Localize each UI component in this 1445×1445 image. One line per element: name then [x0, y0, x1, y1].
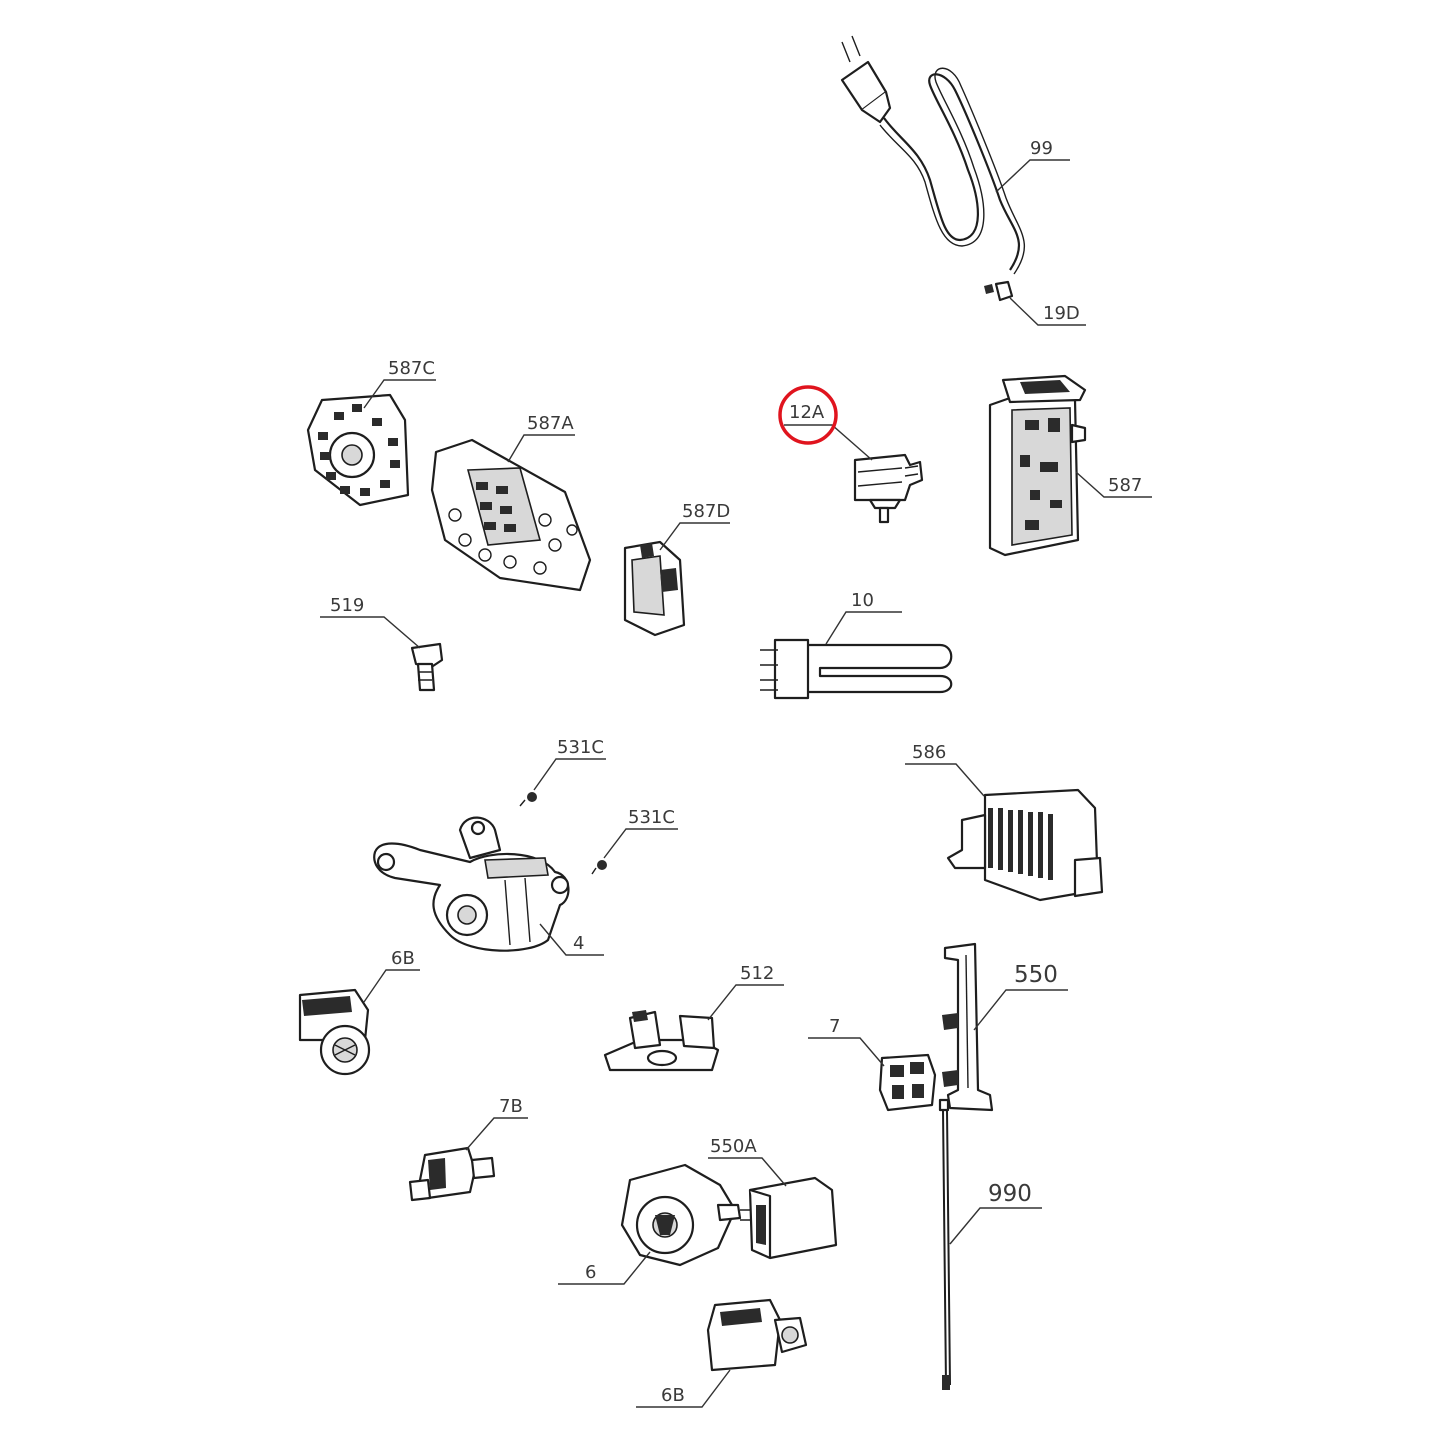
callout-label-512: 512	[740, 963, 774, 984]
part-512-bracket[interactable]	[603, 1010, 720, 1072]
callout-label-550A: 550A	[710, 1136, 757, 1157]
callout-label-531C-a: 531C	[557, 737, 604, 758]
callout-label-550: 550	[1014, 962, 1058, 988]
part-990-wire-harness[interactable]	[938, 1098, 951, 1390]
callout-label-990: 990	[988, 1181, 1032, 1207]
callout-label-6B-a: 6B	[391, 948, 415, 969]
callout-99: 99	[995, 138, 1070, 193]
part-531C-screw-b[interactable]	[591, 860, 607, 875]
part-6-drain-pump[interactable]	[620, 1163, 742, 1267]
callout-label-587A: 587A	[527, 413, 574, 434]
callout-label-7B: 7B	[499, 1096, 523, 1117]
part-4-motor[interactable]	[373, 816, 570, 952]
callout-label-4: 4	[573, 933, 584, 954]
callout-label-10: 10	[851, 590, 874, 611]
part-550-harness-rail[interactable]	[942, 942, 994, 1112]
callout-label-12A: 12A	[789, 402, 825, 423]
part-10-heating-element[interactable]	[760, 638, 953, 700]
callout-10: 10	[825, 590, 902, 645]
callout-4: 4	[539, 923, 604, 956]
callout-587D: 587D	[659, 501, 730, 551]
callout-label-587D: 587D	[682, 501, 730, 522]
part-6B-drain-pump-a[interactable]	[298, 988, 371, 1076]
callout-6B-a: 6B	[363, 948, 420, 1003]
part-12A-pressure-switch[interactable]	[853, 453, 924, 524]
callout-587C: 587C	[363, 358, 436, 409]
callout-6B-b: 6B	[636, 1369, 731, 1408]
callout-12A: 12A	[778, 385, 873, 461]
callout-512: 512	[707, 963, 784, 1021]
callout-7B: 7B	[465, 1096, 528, 1151]
callout-label-531C-b: 531C	[628, 807, 675, 828]
part-550A-connector-block[interactable]	[740, 1176, 838, 1260]
part-531C-screw-a[interactable]	[519, 792, 537, 807]
callout-label-519: 519	[330, 595, 364, 616]
callout-587: 587	[1075, 471, 1152, 498]
callout-587A: 587A	[507, 413, 575, 463]
callout-531C-b: 531C	[603, 807, 678, 859]
callout-label-586: 586	[912, 742, 946, 763]
callout-550: 550	[973, 962, 1068, 1031]
callout-6: 6	[558, 1251, 651, 1285]
part-7B-inlet-valve[interactable]	[408, 1146, 496, 1202]
callout-19D: 19D	[1009, 297, 1086, 326]
callout-label-587: 587	[1108, 475, 1142, 496]
part-519-connector[interactable]	[410, 642, 444, 692]
callout-label-587C: 587C	[388, 358, 435, 379]
callout-531C-a: 531C	[533, 737, 606, 791]
callout-990: 990	[949, 1181, 1042, 1245]
callout-label-6B-b: 6B	[661, 1385, 685, 1406]
callout-550A: 550A	[708, 1136, 787, 1187]
part-587-electronic-module[interactable]	[988, 374, 1087, 557]
part-587C-selector-board[interactable]	[306, 393, 410, 507]
callout-label-6: 6	[585, 1262, 596, 1283]
part-586-filter-block[interactable]	[946, 788, 1104, 902]
callout-519: 519	[320, 595, 421, 649]
callout-label-19D: 19D	[1043, 303, 1080, 324]
part-19D-cord-clip[interactable]	[984, 280, 1014, 302]
callout-586: 586	[905, 742, 985, 797]
part-587A-control-board[interactable]	[430, 438, 592, 592]
callout-label-99: 99	[1030, 138, 1053, 159]
part-99-power-cord[interactable]	[840, 35, 1025, 275]
callout-7: 7	[808, 1016, 885, 1067]
part-7-door-lock[interactable]	[878, 1053, 937, 1112]
callout-label-7: 7	[829, 1016, 840, 1037]
part-6B-drain-pump-b[interactable]	[706, 1298, 808, 1372]
highlight-circle-12A	[778, 385, 838, 445]
part-587D-module[interactable]	[623, 540, 686, 637]
